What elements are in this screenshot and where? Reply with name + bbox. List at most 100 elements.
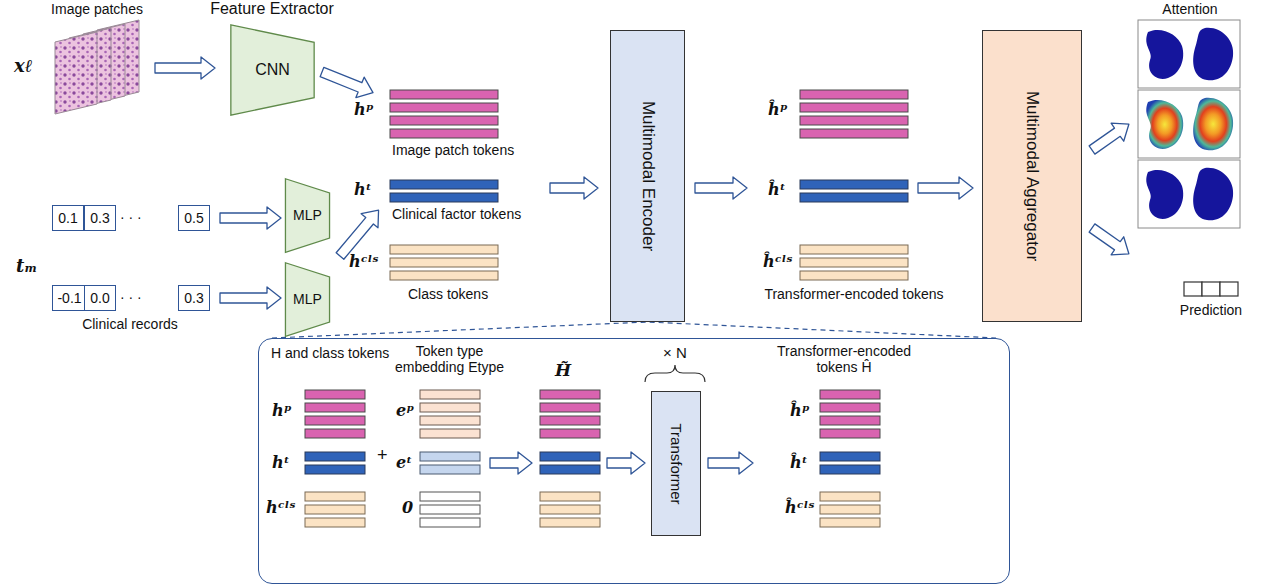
node-label: 0.1 [58, 210, 77, 226]
record-cell: -0.1 [52, 285, 87, 311]
math-symbol: hᵗ [272, 454, 290, 472]
math-symbol: ĥᶜˡˢ [785, 499, 814, 517]
math-symbol: eᵗ [396, 454, 412, 472]
mlp-trapezoid: MLP [285, 178, 330, 253]
math-symbol: hᶜˡˢ [266, 499, 295, 517]
block-arrow [318, 62, 377, 103]
block-arrow [1086, 115, 1135, 159]
tissue-map [1193, 168, 1233, 220]
column-heading: Token type embedding Etype [387, 343, 512, 375]
ellipsis: · · · [120, 289, 142, 305]
token-stack [390, 90, 498, 280]
block-arrow [918, 177, 973, 199]
embedding-bar [420, 492, 480, 501]
block-arrow [550, 177, 598, 199]
embedding-bar [420, 403, 480, 412]
block-arrow [695, 177, 747, 199]
token-caption: Clinical factor tokens [392, 206, 521, 222]
embedding-bar [420, 416, 480, 425]
tissue-map [1146, 30, 1183, 79]
block-arrow [607, 452, 645, 474]
output-caption: Prediction [1180, 302, 1242, 318]
token-stack [540, 390, 600, 527]
record-cell: 0.5 [178, 205, 210, 231]
block-arrow [155, 57, 215, 79]
math-symbol: ĥᵗ [790, 454, 808, 472]
attention-panel [1138, 20, 1240, 88]
math-symbol: ĥᶜˡˢ [763, 253, 792, 271]
record-cell: 0.3 [178, 285, 210, 311]
embedding-bar [420, 465, 480, 474]
token-caption: Image patch tokens [392, 142, 514, 158]
repeat-count: × N [663, 344, 687, 361]
prediction-cell [1184, 282, 1202, 296]
record-cell: 0.1 [52, 205, 84, 231]
math-symbol: 0 [402, 499, 413, 517]
block-arrow [220, 287, 281, 309]
node-label: 0.3 [90, 210, 109, 226]
prediction-cell [1220, 282, 1238, 296]
prediction-cell [1202, 282, 1220, 296]
node-label: MLP [293, 291, 322, 307]
attention-panel [1138, 90, 1240, 158]
math-symbol: ĥᵖ [790, 402, 810, 420]
transformer-box: Transformer [651, 391, 701, 536]
math-symbol: xℓ [14, 56, 32, 77]
ellipsis: · · · [120, 209, 142, 225]
attention-panel [1138, 160, 1240, 228]
zoom-line [272, 322, 996, 338]
record-cell: 0.3 [84, 205, 116, 231]
record-cell: 0.0 [84, 285, 116, 311]
image-patch [55, 32, 97, 114]
node-label: 0.0 [90, 290, 109, 306]
math-symbol: tₘ [16, 256, 37, 277]
math-symbol: eᵖ [396, 402, 414, 420]
aggregator-box: Multimodal Aggregator [982, 30, 1082, 322]
token-caption: Transformer-encoded tokens [764, 286, 943, 302]
tissue-heatmap [1146, 100, 1183, 149]
embedding-bar [420, 518, 480, 527]
encoder-box: Multimodal Encoder [610, 30, 685, 322]
node-label: 0.3 [184, 290, 203, 306]
block-arrow [708, 452, 753, 474]
node-label: MLP [293, 207, 322, 223]
token-stack [820, 390, 880, 527]
trapezoid-fill [231, 25, 314, 115]
token-caption: Class tokens [408, 286, 488, 302]
input-caption: Clinical records [82, 316, 178, 332]
block-arrow [220, 207, 281, 229]
tissue-map [1146, 170, 1183, 219]
block-arrow [490, 452, 532, 474]
column-heading: Transformer-encoded tokens Ĥ [764, 343, 924, 375]
tissue-map [1193, 28, 1233, 80]
embedding-bar [420, 390, 480, 399]
node-label: 0.5 [184, 210, 203, 226]
math-symbol: ĥᵖ [768, 101, 788, 119]
plus-sign: + [377, 445, 388, 466]
tissue-heatmap [1193, 98, 1233, 150]
node-label: Multimodal Encoder [638, 101, 658, 251]
node-label: CNN [255, 61, 290, 79]
token-stack [305, 390, 365, 527]
math-symbol: hᵖ [354, 101, 374, 119]
node-label: -0.1 [57, 290, 81, 306]
mlp-trapezoid: MLP [285, 262, 330, 337]
trapezoid-fill [285, 179, 329, 253]
token-stack [800, 90, 908, 280]
math-symbol: hᵖ [272, 402, 292, 420]
math-symbol: hᶜˡˢ [349, 253, 378, 271]
node-label: Transformer [667, 423, 684, 504]
math-symbol: H̃ [555, 361, 571, 381]
math-symbol: ĥᵗ [768, 181, 786, 199]
repeat-brace [645, 365, 705, 382]
stage-heading: Feature Extractor [210, 0, 334, 18]
input-caption: Image patches [51, 1, 143, 17]
embedding-bar [420, 505, 480, 514]
node-label: Multimodal Aggregator [1022, 91, 1042, 261]
trapezoid-fill [285, 263, 329, 337]
output-caption: Attention [1162, 1, 1217, 17]
cnn-trapezoid: CNN [230, 24, 315, 116]
column-heading: H and class tokens [271, 345, 389, 361]
embedding-bar [420, 429, 480, 438]
